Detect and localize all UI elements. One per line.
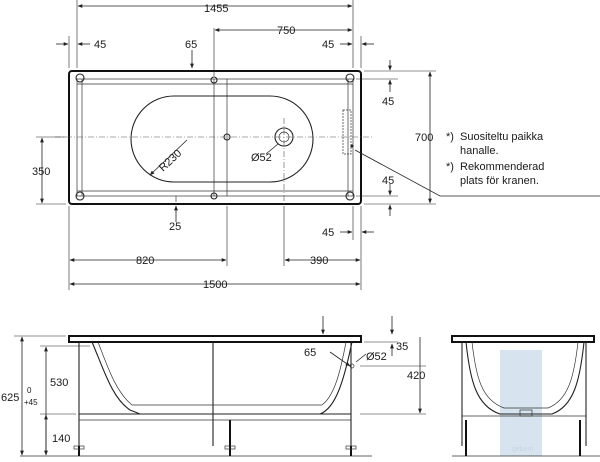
basin-outline [130,95,314,183]
dim-820: 820 [136,255,154,267]
note-marker-2: *) [446,161,454,173]
dim-35: 35 [396,341,408,353]
note-swedish-1: Rekommenderad [460,161,544,173]
dim-390: 390 [310,255,328,267]
radius-label: R230 [157,147,184,174]
note-finnish-1: Suositeltu paikka [460,131,544,143]
dim-420: 420 [407,370,425,382]
tub-outline [68,70,362,205]
watermark: geberit [512,446,533,453]
dim-530: 530 [50,377,68,389]
note-swedish-2: plats för kranen. [460,175,539,187]
dim-625-tol-lower: +45 [24,398,38,407]
tub-frame [76,78,354,197]
dim-350: 350 [32,166,50,178]
dim-45-bottom-right: 45 [322,227,334,239]
dim-25: 25 [169,221,181,233]
dim-45-left: 45 [94,39,106,51]
overflow-diameter: Ø52 [366,351,387,363]
dim-45-right: 45 [322,39,334,51]
dim-45-bottom: 45 [382,175,394,187]
end-view: geberit [451,335,600,457]
drain-diameter-label: Ø52 [251,152,272,164]
dim-625-tol-upper: 0 [27,386,32,395]
note-finnish-2: hanalle. [460,145,499,157]
faucet-note: *) Suositeltu paikka hanalle. *) Rekomme… [446,131,544,187]
dim-750: 750 [277,25,295,37]
dim-65: 65 [185,39,197,51]
dim-140: 140 [52,433,70,445]
dim-65-side: 65 [304,347,316,359]
side-view: 625 0 +45 530 140 35 65 Ø52 420 [1,316,426,457]
dim-1455: 1455 [204,3,228,15]
dim-1500: 1500 [203,279,227,291]
top-view: R230 Ø52 1455 45 65 750 45 700 [32,0,600,291]
dim-625: 625 [1,392,19,404]
dim-700: 700 [415,132,433,144]
dim-45-top: 45 [382,96,394,108]
note-marker-1: *) [446,131,454,143]
